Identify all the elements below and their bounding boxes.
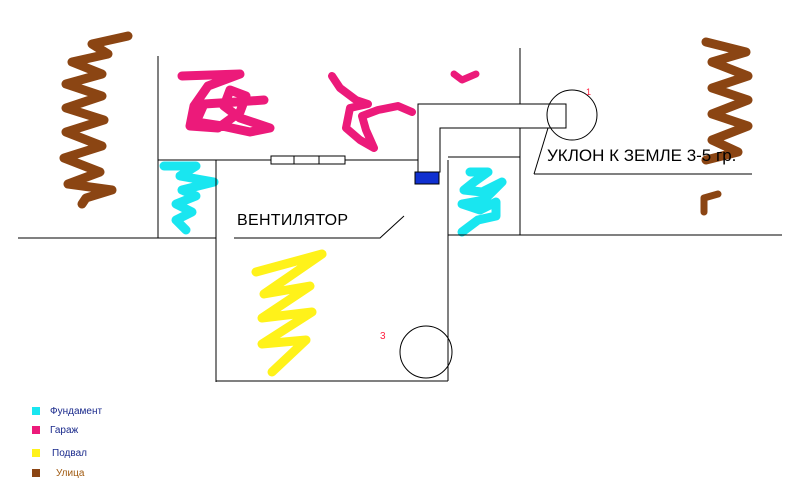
street-scribble-left [59, 31, 133, 209]
vent-outlet [414, 171, 440, 185]
legend-label: Улица [56, 467, 85, 479]
foundation-scribble-left [159, 161, 219, 235]
street-scribble-right [701, 37, 753, 165]
legend-swatch [32, 426, 40, 434]
window-frame [270, 155, 346, 165]
marker-circle-1 [546, 89, 598, 141]
ventilator-leader-line [234, 215, 405, 239]
garage-scribble-1 [177, 69, 275, 137]
garage-scribble-2 [328, 72, 416, 152]
legend-swatch [32, 469, 40, 477]
marker-label-3: 3 [380, 331, 386, 342]
legend-item-street: Улица [32, 466, 84, 480]
legend-item-foundation: Фундамент [32, 404, 102, 418]
building-outline [18, 48, 782, 382]
garage-scribble-3 [450, 70, 480, 84]
legend-label: Подвал [52, 447, 87, 459]
slope-label: УКЛОН К ЗЕМЛЕ 3-5 гр. [547, 146, 737, 165]
marker-label-1: 1 [586, 87, 592, 97]
legend-item-basement: Подвал [32, 446, 87, 460]
foundation-scribble-right [457, 167, 507, 237]
marker-circle-3 [399, 325, 453, 379]
basement-scribble [251, 249, 327, 377]
legend-swatch [32, 407, 40, 415]
legend-label: Гараж [50, 424, 79, 436]
vent-duct [417, 103, 567, 173]
street-scribble-right-hook [700, 190, 722, 216]
slope-leader-diagonal [533, 127, 549, 175]
legend-label: Фундамент [50, 405, 103, 417]
ventilator-label: ВЕНТИЛЯТОР [237, 212, 349, 229]
legend-item-garage: Гараж [32, 423, 78, 437]
legend-swatch [32, 449, 40, 457]
